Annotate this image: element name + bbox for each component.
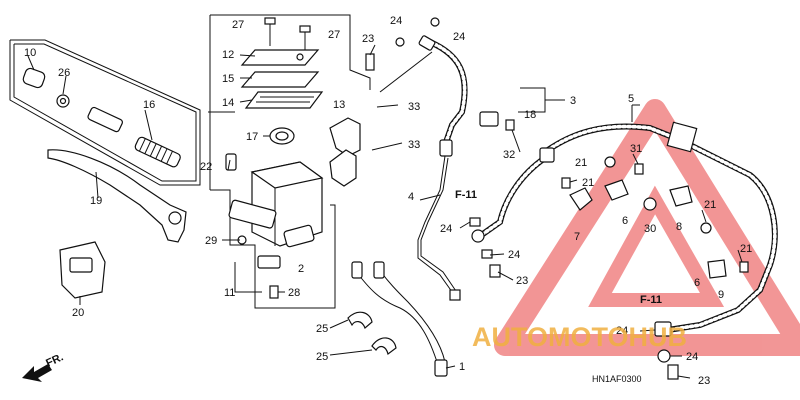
callout: 25 [316,323,328,335]
callout: 3 [570,95,576,107]
callout: 2 [298,263,304,275]
callout: 24 [508,249,520,261]
callout: 7 [574,231,580,243]
callout: 11 [224,287,235,299]
callout: 12 [222,49,234,61]
callout: 23 [698,375,710,387]
callout: 28 [288,287,300,299]
callout: 1 [459,361,465,373]
callout: 5 [628,93,634,105]
leader-brackets [208,87,640,293]
callout: 13 [333,99,345,111]
ref-f11-upper: F-11 [455,189,477,201]
callout: 24 [686,351,698,363]
callout: 17 [246,131,258,143]
brake-pipe-4 [417,155,461,301]
master-cylinder-box [209,14,371,309]
brake-hose-5 [539,121,778,337]
callout: 23 [516,275,528,287]
callout: 30 [644,223,656,235]
callout: 19 [90,195,102,207]
callout: 20 [72,307,84,319]
callout: 22 [200,161,212,173]
hose-joint-parts [365,17,515,151]
callout: 21 [704,199,716,211]
callout: 23 [362,33,374,45]
callout: 27 [232,19,244,31]
callout: 32 [503,149,515,161]
callout: 21 [582,177,594,189]
callout: 33 [408,101,420,113]
hose-clamps [561,156,749,380]
brake-hose-upper [379,35,468,157]
callout: 24 [616,325,628,337]
callout: 6 [694,277,700,289]
callout: 24 [390,15,402,27]
leader-lines [27,44,743,379]
callout: 27 [328,29,340,41]
callout: 9 [718,289,724,301]
lever-bracket [59,241,106,299]
callout: 21 [575,157,587,169]
ref-f11-lower: F-11 [640,294,662,306]
callout: 16 [143,99,155,111]
callout: 25 [316,351,328,363]
callout: 8 [676,221,682,233]
callout: 4 [408,191,414,203]
callouts: 10 26 16 19 20 27 27 12 15 14 13 17 22 2… [24,15,752,387]
watermark-triangle [494,99,800,356]
callout: 21 [740,243,752,255]
front-direction-arrow-icon [22,364,52,382]
left-hose-branch [469,155,548,278]
hose-clips-25 [347,311,397,356]
diagram-code: HN1AF0300 [592,374,642,384]
callout: 24 [440,223,452,235]
callout: 31 [630,143,642,155]
callout: 29 [205,235,217,247]
brake-lever [47,149,187,243]
callout: 18 [524,109,536,121]
watermark-text: AUTOMOTOHUB [472,322,687,352]
callout: 33 [408,139,420,151]
brake-hose-1 [351,261,448,377]
holder-clamp [329,117,361,187]
reservoir-cap [240,49,324,109]
callout: 6 [622,215,628,227]
callout: 24 [453,31,465,43]
callout: 14 [222,97,234,109]
lever-pivot-parts [22,67,181,168]
callout: 26 [58,67,70,79]
diaphragm-seal [269,127,295,145]
direction-label: FR. [44,351,65,369]
master-cylinder-body [228,161,324,248]
callout: 15 [222,73,234,85]
lever-assembly-box [9,39,201,186]
callout: 10 [24,47,36,59]
